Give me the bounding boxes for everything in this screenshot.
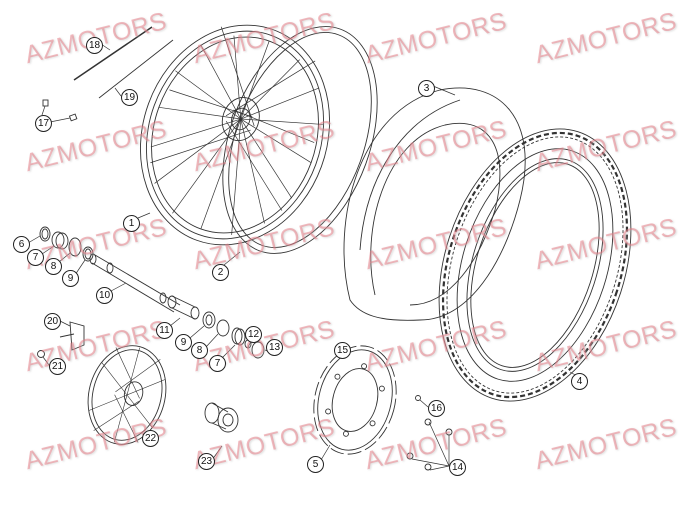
axle-drawing (89, 253, 181, 313)
callout-22[interactable]: 22 (142, 430, 159, 447)
bracket-drawing (59, 321, 85, 351)
callout-7[interactable]: 7 (209, 355, 226, 372)
callout-13[interactable]: 13 (266, 339, 283, 356)
nipple-drawing (42, 99, 49, 107)
hub-drawing (204, 402, 239, 433)
callout-7[interactable]: 7 (27, 249, 44, 266)
nipple-drawing (68, 113, 78, 122)
callout-1[interactable]: 1 (123, 215, 140, 232)
tyre-drawing (438, 128, 632, 402)
callout-4[interactable]: 4 (571, 373, 588, 390)
callout-19[interactable]: 19 (121, 89, 138, 106)
callout-21[interactable]: 21 (49, 358, 66, 375)
callout-23[interactable]: 23 (198, 453, 215, 470)
callout-12[interactable]: 12 (245, 326, 262, 343)
rim-drawing (139, 24, 331, 246)
callout-9[interactable]: 9 (62, 270, 79, 287)
callout-20[interactable]: 20 (44, 313, 61, 330)
spoke-19-drawing (98, 39, 174, 99)
callout-10[interactable]: 10 (96, 287, 113, 304)
callout-5[interactable]: 5 (307, 456, 324, 473)
brake-disc-drawing (313, 345, 397, 455)
spacer-drawing (167, 295, 200, 320)
inner-tube-drawing (343, 87, 526, 321)
callout-9[interactable]: 9 (175, 334, 192, 351)
callout-18[interactable]: 18 (86, 37, 103, 54)
callout-8[interactable]: 8 (191, 342, 208, 359)
nut-21-drawing (37, 350, 45, 358)
callout-14[interactable]: 14 (449, 459, 466, 476)
rim-tape-drawing (222, 26, 378, 254)
callout-6[interactable]: 6 (13, 236, 30, 253)
callout-16[interactable]: 16 (428, 400, 445, 417)
callout-11[interactable]: 11 (156, 322, 173, 339)
callout-3[interactable]: 3 (418, 80, 435, 97)
callout-15[interactable]: 15 (334, 342, 351, 359)
spoke-18-drawing (73, 26, 153, 81)
leader-lines (27, 43, 587, 471)
callout-8[interactable]: 8 (45, 258, 62, 275)
callout-17[interactable]: 17 (35, 115, 52, 132)
callout-2[interactable]: 2 (212, 264, 229, 281)
complete-wheel-drawing (87, 345, 167, 445)
